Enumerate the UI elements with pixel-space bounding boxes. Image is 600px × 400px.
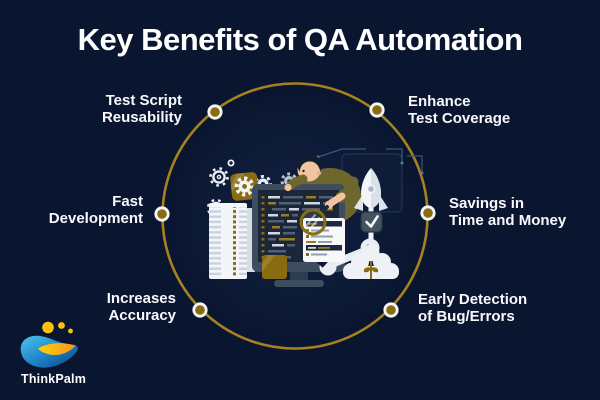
benefit-dot: [420, 205, 436, 221]
benefit-dots: [154, 102, 436, 318]
thinkpalm-logo-mark: [20, 321, 78, 368]
benefit-label-early-detection-bugs: Early Detection of Bug/Errors: [418, 291, 527, 325]
benefit-dot: [369, 102, 385, 118]
qa-automation-illustration: [206, 148, 424, 287]
benefit-line: Accuracy: [108, 307, 176, 324]
benefit-line: Savings in: [449, 195, 525, 212]
benefit-line: Enhance: [408, 93, 471, 110]
logo-wordmark: ThinkPalm: [21, 372, 87, 386]
benefit-label-test-script-reusability: Test Script Reusability: [102, 92, 182, 126]
gear-tile-icon: [230, 172, 259, 201]
page-title: Key Benefits of QA Automation: [77, 22, 523, 57]
benefit-label-savings-time-money: Savings in Time and Money: [449, 195, 566, 229]
sprout-icon: [363, 261, 379, 279]
benefit-dot: [154, 206, 170, 222]
benefit-line: Increases: [106, 290, 176, 307]
benefit-line: of Bug/Errors: [418, 308, 515, 325]
benefit-line: Early Detection: [418, 291, 528, 308]
benefit-line: Fast: [112, 193, 143, 210]
checklist-document-icon: [209, 203, 255, 279]
benefit-dot: [192, 302, 208, 318]
monitor-stand: [274, 272, 324, 287]
magnifier-icon: [299, 176, 359, 236]
benefit-label-enhance-test-coverage: Enhance Test Coverage: [408, 93, 510, 127]
engineer-left-arm: [284, 174, 308, 192]
benefit-dot: [207, 104, 223, 120]
benefit-line: Test Script: [105, 92, 182, 109]
benefit-line: Development: [48, 210, 143, 227]
benefit-label-fast-development: Fast Development: [49, 193, 143, 227]
benefit-dot: [383, 302, 399, 318]
check-badge-icon: [360, 211, 383, 233]
cloud-smoke-icon: [343, 244, 399, 279]
benefit-label-increases-accuracy: Increases Accuracy: [107, 290, 176, 324]
benefit-line: Reusability: [101, 109, 182, 126]
benefit-line: Test Coverage: [408, 110, 511, 127]
benefit-line: Time and Money: [449, 212, 567, 229]
gold-tile: [262, 255, 287, 279]
